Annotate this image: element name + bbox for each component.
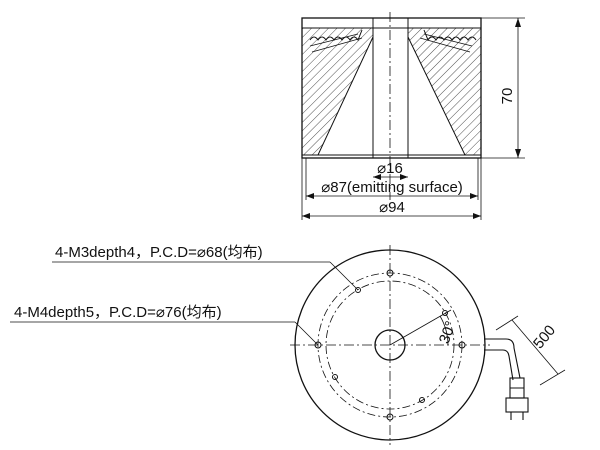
m4-hole [386,269,394,277]
section-hatch-right [407,27,482,156]
m4-leader [294,321,319,346]
m3-hole-note: 4-M3depth4，P.C.D=⌀68(均布) [55,244,263,261]
m4-hole [386,413,394,421]
section-view: 70 ⌀16 ⌀87(emitting surface) ⌀94 [301,12,525,220]
angle-label: 30° [436,319,460,346]
m3-hole [355,287,361,293]
m4-hole [458,341,466,349]
angle-ray [389,309,452,346]
m3-leader [329,261,359,291]
m3-hole [442,310,448,316]
section-hatch-left [301,27,374,156]
emit-dim-label: ⌀87(emitting surface) [321,179,463,196]
cable [484,338,521,379]
height-dim-label: 70 [499,88,516,105]
outer-dim-label: ⌀94 [379,199,405,216]
cable-length-dim [511,319,559,375]
section-outline [301,17,482,159]
m3-hole [332,374,338,380]
cable-length-label: 500 [530,322,559,352]
m3-hole [419,397,425,403]
angle-arc [439,315,449,346]
cable-plug [505,397,529,413]
bore-dim-label: ⌀16 [377,160,403,177]
m4-hole-note: 4-M4depth5，P.C.D=⌀76(均布) [14,304,222,321]
m4-hole [314,341,322,349]
plan-view: 30° 4-M3depth4，P.C.D=⌀68(均布) 4-M4depth5，… [10,244,566,445]
led-beads-right [423,29,477,42]
